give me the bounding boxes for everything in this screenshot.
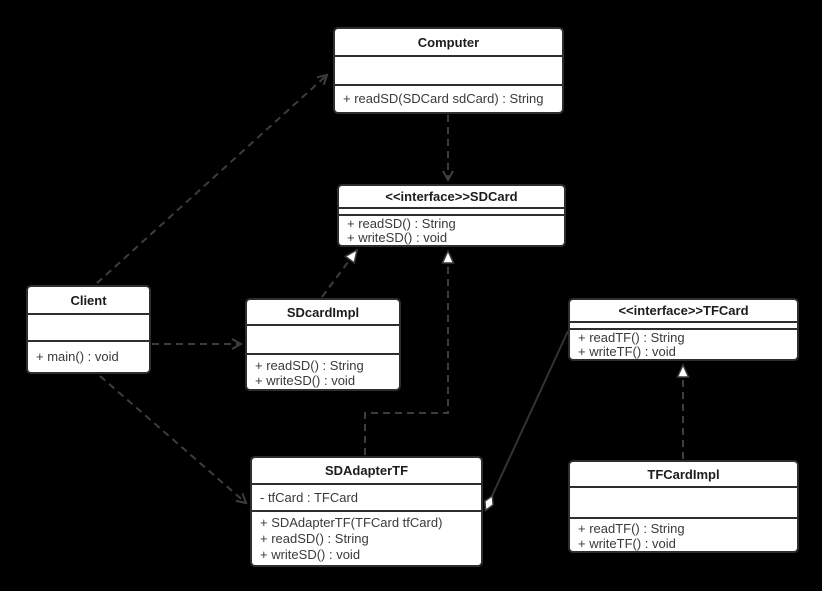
method: + readTF() : String [578,521,685,536]
class-client-methods: + main() : void [28,342,149,372]
class-sdcardimpl-title: SDcardImpl [247,300,399,326]
class-tfcardimpl-attributes [570,488,797,519]
method: + SDAdapterTF(TFCard tfCard) [260,515,443,530]
method: + writeSD() : void [255,373,356,388]
method: + readSD(SDCard sdCard) : String [343,91,544,106]
interface-sdcard-attributes [339,209,564,216]
class-sdadaptertf-methods: + SDAdapterTF(TFCard tfCard) + readSD() … [252,512,481,565]
class-client: Client + main() : void [26,285,151,374]
dependency-client-to-sdadaptertf [99,375,248,505]
method: + writeTF() : void [578,536,676,551]
method: + readSD() : String [255,358,364,373]
class-sdcardimpl: SDcardImpl + readSD() : String + writeSD… [245,298,401,391]
method: + main() : void [36,349,119,364]
class-tfcardimpl-title: TFCardImpl [570,462,797,488]
class-tfcardimpl: TFCardImpl + readTF() : String + writeTF… [568,460,799,553]
interface-tfcard: <<interface>>TFCard + readTF() : String … [568,298,799,361]
class-computer: Computer + readSD(SDCard sdCard) : Strin… [333,27,564,114]
class-sdadaptertf-title: SDAdapterTF [252,458,481,485]
method: + writeSD() : void [260,547,361,562]
method: + readTF() : String [578,330,685,345]
class-tfcardimpl-methods: + readTF() : String + writeTF() : void [570,519,797,553]
method: + writeTF() : void [578,344,676,359]
attribute: - tfCard : TFCard [260,489,359,505]
class-computer-title: Computer [335,29,562,57]
interface-sdcard: <<interface>>SDCard + readSD() : String … [337,184,566,247]
aggregation-diamond-icon [484,494,494,512]
class-sdadaptertf-attributes: - tfCard : TFCard [252,485,481,512]
class-sdcardimpl-methods: + readSD() : String + writeSD() : void [247,355,399,390]
method: + writeSD() : void [347,230,448,245]
class-sdcardimpl-attributes [247,326,399,355]
aggregation-line-sdadaptertf-to-tfcard [491,330,569,497]
interface-tfcard-methods: + readTF() : String + writeTF() : void [570,330,797,361]
realization-sdcardimpl-to-sdcard [321,250,357,298]
class-sdadaptertf: SDAdapterTF - tfCard : TFCard + SDAdapte… [250,456,483,567]
dependency-client-to-computer [96,73,329,284]
class-client-title: Client [28,287,149,315]
interface-tfcard-title: <<interface>>TFCard [570,300,797,323]
class-computer-methods: + readSD(SDCard sdCard) : String [335,86,562,112]
class-computer-attributes [335,57,562,86]
interface-sdcard-title: <<interface>>SDCard [339,186,564,209]
class-client-attributes [28,315,149,342]
interface-sdcard-methods: + readSD() : String + writeSD() : void [339,216,564,247]
realization-sdadaptertf-to-sdcard [364,251,448,455]
method: + readSD() : String [347,216,456,231]
method: + readSD() : String [260,531,369,546]
interface-tfcard-attributes [570,323,797,330]
